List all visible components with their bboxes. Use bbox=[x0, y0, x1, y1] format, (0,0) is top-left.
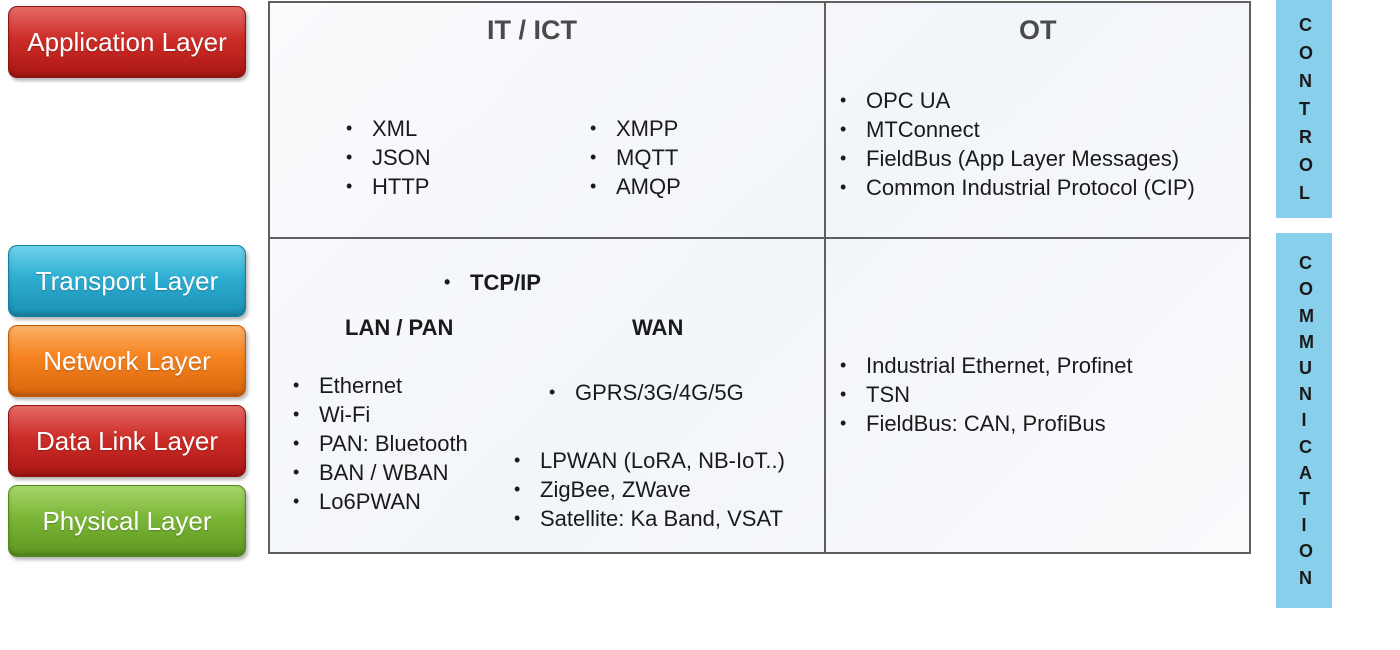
protocol-grid: IT / ICT OT XML JSON HTTP XMPP MQTT AMQP… bbox=[268, 1, 1251, 554]
list-item: FieldBus (App Layer Messages) bbox=[840, 144, 1195, 173]
list-item: XML bbox=[346, 114, 431, 143]
list-item: GPRS/3G/4G/5G bbox=[549, 378, 744, 407]
it-app-list-b: XMPP MQTT AMQP bbox=[590, 114, 681, 201]
tcpip-list: TCP/IP bbox=[444, 268, 541, 297]
ot-heading: OT bbox=[1019, 15, 1057, 45]
it-ict-heading: IT / ICT bbox=[487, 15, 577, 45]
application-layer-label: Application Layer bbox=[27, 26, 227, 57]
ot-comm-list: Industrial Ethernet, Profinet TSN FieldB… bbox=[840, 351, 1133, 438]
tcpip-item: TCP/IP bbox=[444, 268, 541, 297]
list-item: TSN bbox=[840, 380, 1133, 409]
list-item: Ethernet bbox=[293, 371, 468, 400]
list-item: PAN: Bluetooth bbox=[293, 429, 468, 458]
list-item: BAN / WBAN bbox=[293, 458, 468, 487]
control-text: CONTROL bbox=[1299, 15, 1314, 203]
column-divider bbox=[824, 3, 826, 552]
network-layer-button: Network Layer bbox=[8, 325, 246, 397]
application-layer-button: Application Layer bbox=[8, 6, 246, 78]
list-item: MQTT bbox=[590, 143, 681, 172]
communication-text: COMMUNICATION bbox=[1299, 253, 1314, 588]
list-item: AMQP bbox=[590, 172, 681, 201]
list-item: FieldBus: CAN, ProfiBus bbox=[840, 409, 1133, 438]
lan-pan-heading: LAN / PAN bbox=[345, 315, 454, 340]
data-link-layer-label: Data Link Layer bbox=[35, 425, 219, 456]
physical-layer-button: Physical Layer bbox=[8, 485, 246, 557]
list-item: Industrial Ethernet, Profinet bbox=[840, 351, 1133, 380]
list-item: Wi-Fi bbox=[293, 400, 468, 429]
row-divider bbox=[270, 237, 1249, 239]
list-item: Satellite: Ka Band, VSAT bbox=[514, 504, 785, 533]
list-item: XMPP bbox=[590, 114, 681, 143]
transport-layer-button: Transport Layer bbox=[8, 245, 246, 317]
list-item: MTConnect bbox=[840, 115, 1195, 144]
it-app-list-a: XML JSON HTTP bbox=[346, 114, 431, 201]
control-side-label: CONTROL bbox=[1276, 0, 1332, 218]
wan-heading: WAN bbox=[632, 315, 684, 340]
communication-side-label: COMMUNICATION bbox=[1276, 233, 1332, 608]
list-item: OPC UA bbox=[840, 86, 1195, 115]
list-item: ZigBee, ZWave bbox=[514, 475, 785, 504]
physical-layer-label: Physical Layer bbox=[42, 505, 212, 536]
list-item: Common Industrial Protocol (CIP) bbox=[840, 173, 1195, 202]
data-link-layer-button: Data Link Layer bbox=[8, 405, 246, 477]
list-item: LPWAN (LoRA, NB-IoT..) bbox=[514, 446, 785, 475]
list-item: JSON bbox=[346, 143, 431, 172]
ot-app-list: OPC UA MTConnect FieldBus (App Layer Mes… bbox=[840, 86, 1195, 202]
list-item: HTTP bbox=[346, 172, 431, 201]
network-layer-label: Network Layer bbox=[43, 345, 211, 376]
lan-pan-list: Ethernet Wi-Fi PAN: Bluetooth BAN / WBAN… bbox=[293, 371, 468, 516]
list-item: Lo6PWAN bbox=[293, 487, 468, 516]
transport-layer-label: Transport Layer bbox=[35, 265, 219, 296]
wan-list-b: LPWAN (LoRA, NB-IoT..) ZigBee, ZWave Sat… bbox=[514, 446, 785, 533]
wan-list-a: GPRS/3G/4G/5G bbox=[549, 378, 744, 407]
